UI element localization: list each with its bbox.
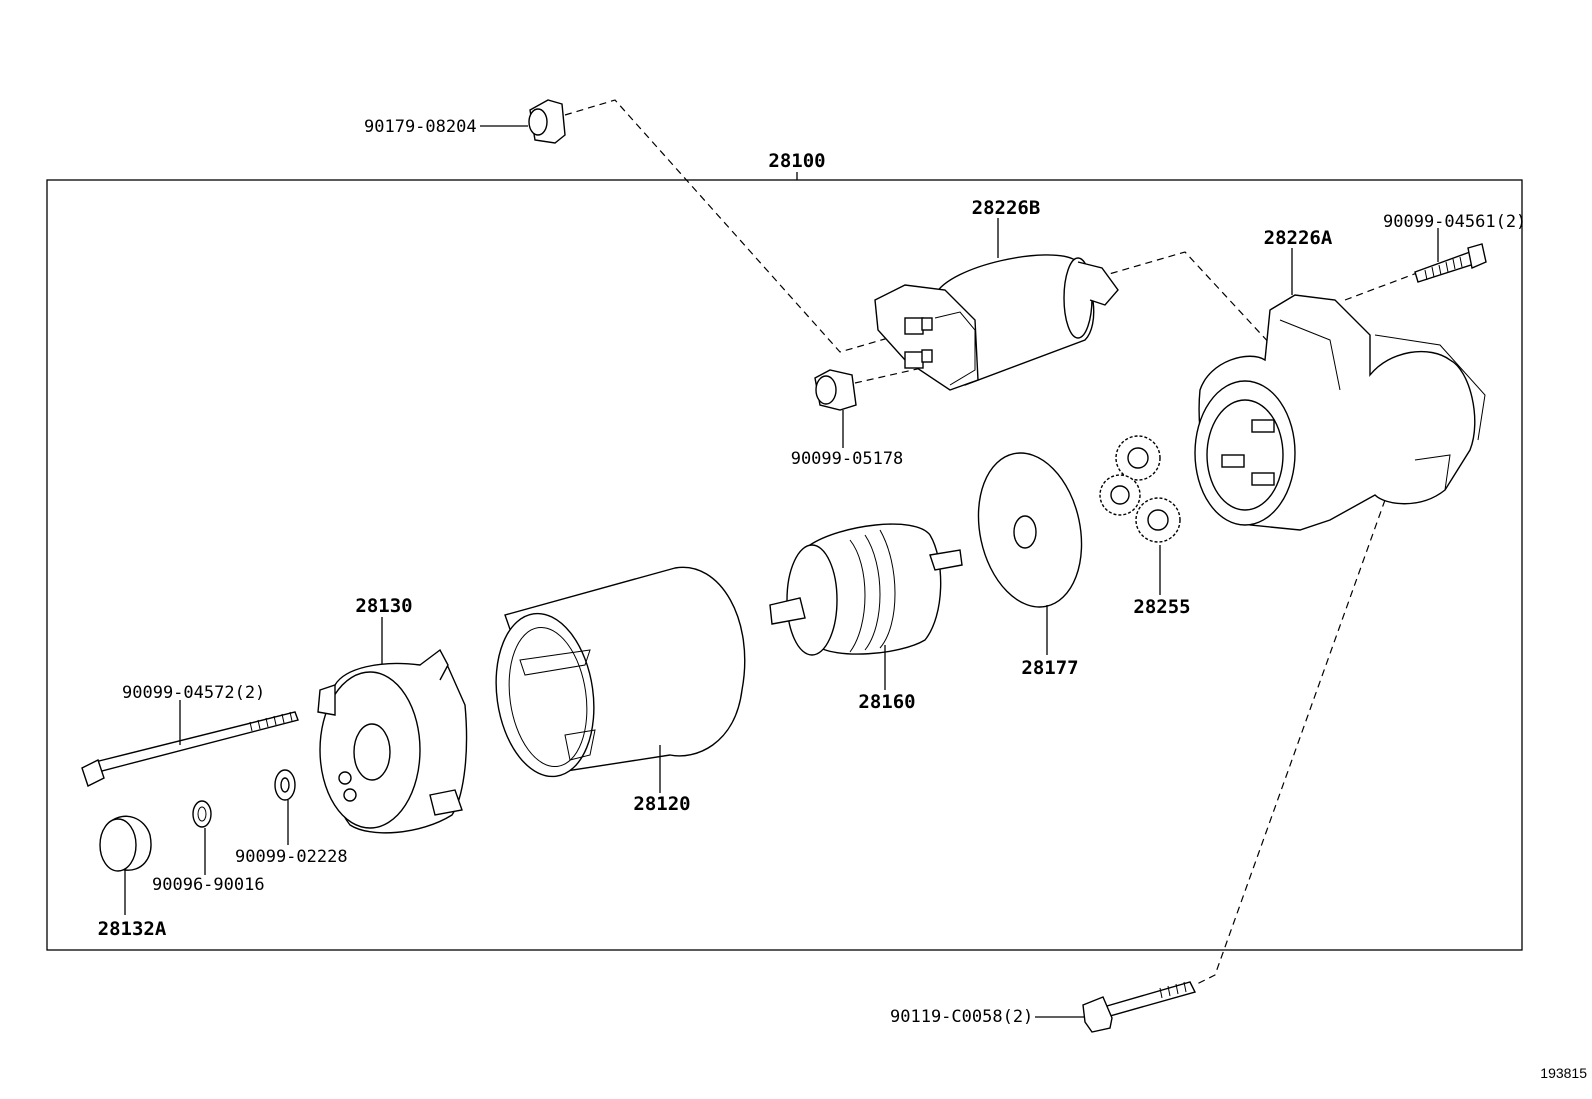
armature <box>769 523 963 656</box>
dashed-line-cap <box>564 99 1286 361</box>
figure-number: 193815 <box>1540 1065 1587 1081</box>
washer <box>274 769 296 801</box>
planetary-gears <box>1099 435 1181 543</box>
label-cap-top: 90179-08204 <box>364 117 477 137</box>
assembly-part-number: 28100 <box>768 150 825 172</box>
label-yoke: 28120 <box>633 793 690 815</box>
label-solenoid: 28226B <box>972 197 1041 219</box>
label-nut-solenoid: 90099-05178 <box>791 449 904 469</box>
label-clip: 90096-90016 <box>152 875 265 895</box>
dashed-line-nut <box>854 364 936 384</box>
dashed-line-bolt-bottom <box>1194 499 1386 986</box>
dashed-line-bolt-top <box>1344 269 1426 301</box>
cap-bottom <box>99 815 152 872</box>
label-through-bolt: 90099-04572(2) <box>122 683 265 703</box>
solenoid <box>874 254 1119 391</box>
bolt-top-right <box>1414 243 1487 283</box>
label-end-frame: 28130 <box>355 595 412 617</box>
label-cap-bottom: 28132A <box>98 918 167 940</box>
clip <box>192 800 212 828</box>
through-bolt <box>81 711 299 787</box>
label-armature: 28160 <box>858 691 915 713</box>
label-housing: 28226A <box>1264 227 1333 249</box>
nut-solenoid <box>814 369 857 411</box>
plate <box>977 452 1083 608</box>
bolt-bottom <box>1082 981 1197 1033</box>
yoke <box>495 566 746 778</box>
assembly-frame <box>46 179 1523 951</box>
label-plate: 28177 <box>1021 657 1078 679</box>
label-bolt-bottom: 90119-C0058(2) <box>890 1007 1033 1027</box>
label-washer: 90099-02228 <box>235 847 348 867</box>
label-gears: 28255 <box>1133 596 1190 618</box>
end-frame <box>317 648 468 834</box>
starter-housing <box>1194 294 1486 531</box>
cap-top <box>528 99 566 144</box>
label-bolt-top-right: 90099-04561(2) <box>1383 212 1526 232</box>
